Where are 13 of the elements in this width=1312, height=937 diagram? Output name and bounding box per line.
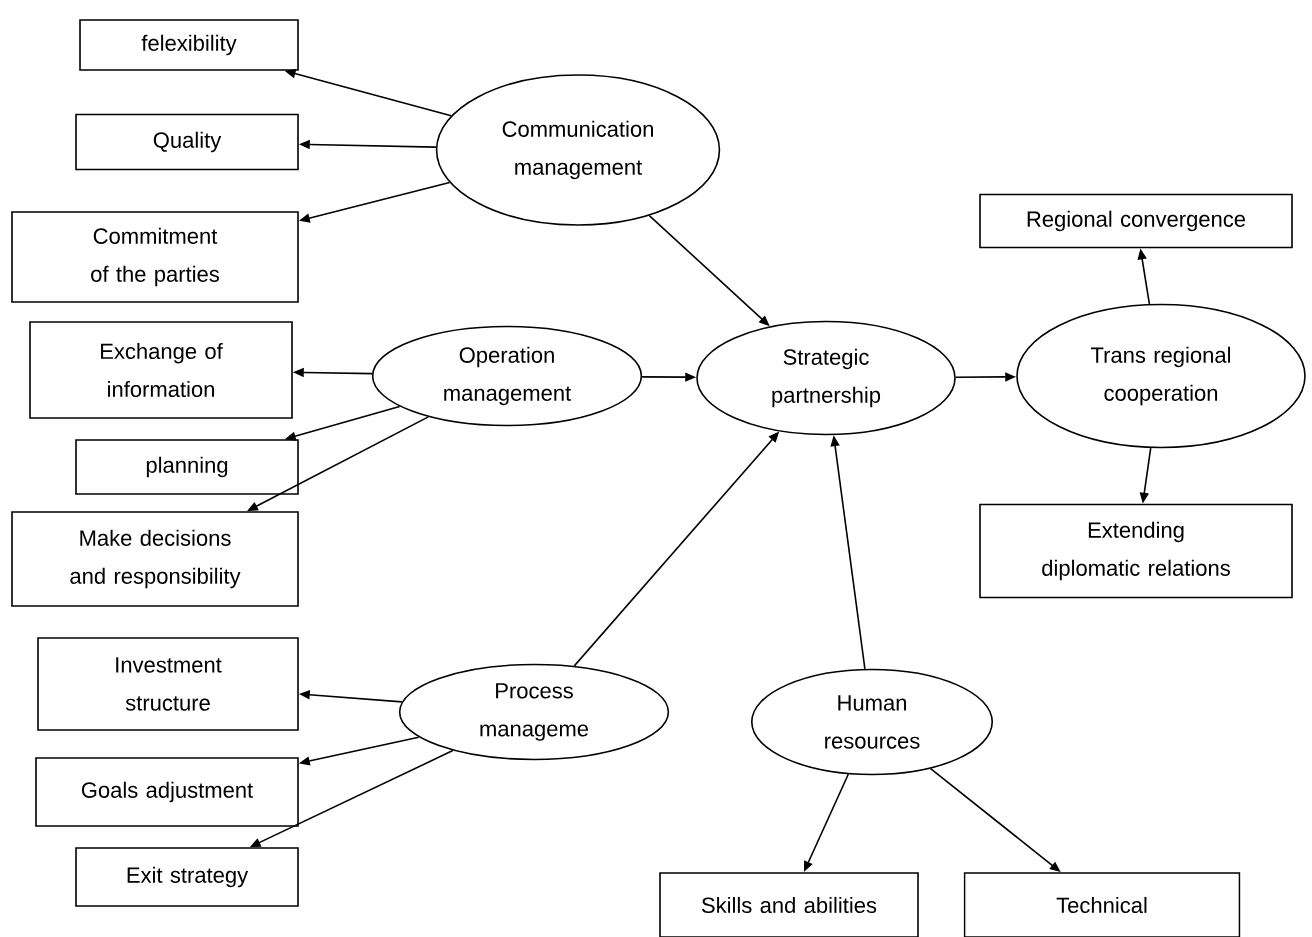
label-box: Exchange of information	[29, 321, 293, 419]
label-box: Regional convergence	[979, 193, 1293, 249]
label-box: felexibility	[79, 19, 299, 71]
label-box: Goals adjustment	[35, 757, 299, 827]
label-box: Investment structure	[37, 637, 299, 731]
label-box: Skills and abilities	[659, 872, 919, 937]
label-box: Quality	[75, 113, 299, 171]
label-box: Technical	[963, 872, 1241, 937]
label-box: Commitment of the parties	[11, 211, 299, 303]
label-box: planning	[75, 439, 299, 495]
label-box: Exit strategy	[75, 847, 299, 907]
label-box: Make decisions and responsibility	[11, 511, 299, 607]
label-box: Extending diplomatic relations	[979, 503, 1293, 599]
